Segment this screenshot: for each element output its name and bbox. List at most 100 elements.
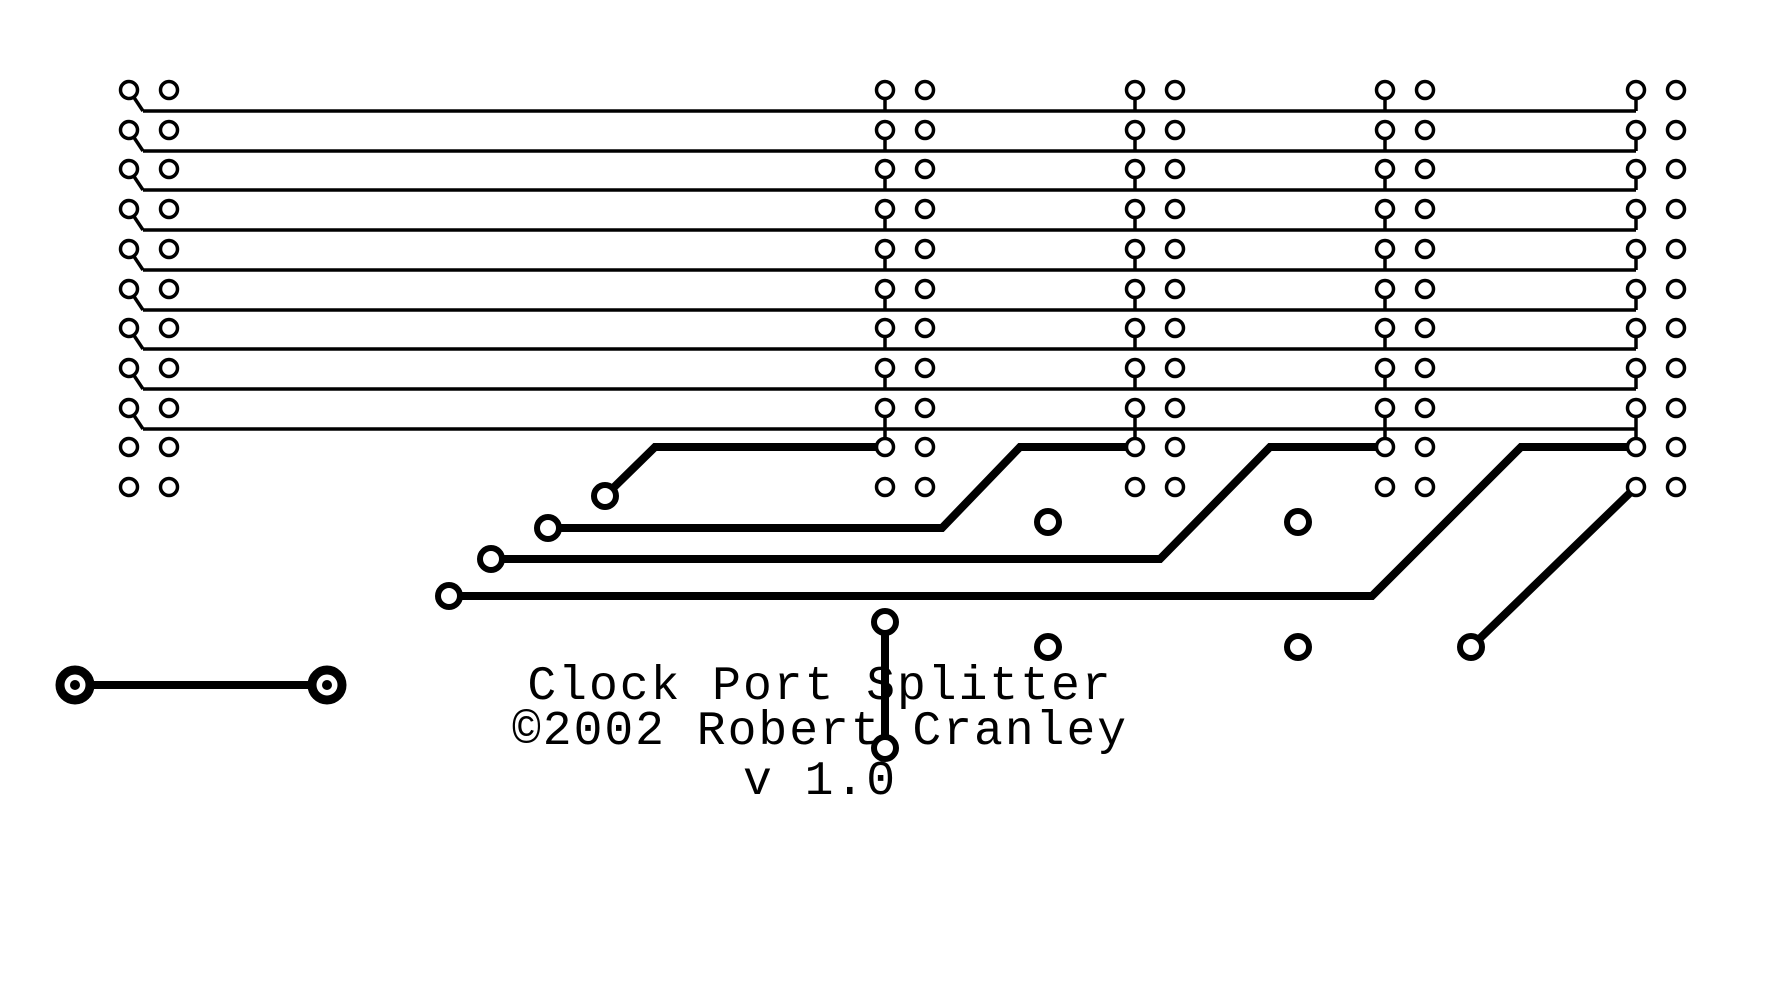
connector-pin-pad xyxy=(874,397,896,419)
via-pad xyxy=(1457,633,1485,661)
connector-pin-pad xyxy=(1625,397,1647,419)
connector-pin-pad xyxy=(1124,317,1146,339)
connector-pin-pad xyxy=(1164,119,1186,141)
connector-pin-pad xyxy=(1625,436,1647,458)
connector-pin-pad xyxy=(874,357,896,379)
connector-pin-pad xyxy=(1625,476,1647,498)
connector-pin-pad xyxy=(1124,119,1146,141)
connector-pin-pad xyxy=(1164,278,1186,300)
connector-pin-pad xyxy=(1124,238,1146,260)
connector-pin-pad xyxy=(1124,278,1146,300)
connector-pin-pad xyxy=(118,357,140,379)
connector-pin-pad xyxy=(1124,397,1146,419)
connector-pin-pad xyxy=(1665,357,1687,379)
connector-pin-pad xyxy=(874,436,896,458)
bus-traces xyxy=(127,89,1638,447)
connector-pin-pad xyxy=(118,158,140,180)
connector-pin-pad xyxy=(1374,476,1396,498)
connector-pin-pad xyxy=(1374,357,1396,379)
connector-pin-pad xyxy=(1414,357,1436,379)
connector-pin-pad xyxy=(158,476,180,498)
connector-pin-pad xyxy=(914,436,936,458)
connector-pin-pad xyxy=(118,278,140,300)
connector-pin-pad xyxy=(874,278,896,300)
connector-pin-pad xyxy=(914,317,936,339)
connector-pin-pad xyxy=(1374,119,1396,141)
connector-pin-pad xyxy=(118,79,140,101)
connector-pin-pad xyxy=(1665,119,1687,141)
connector-pin-pad xyxy=(1374,158,1396,180)
connector-pin-pad xyxy=(158,397,180,419)
power-trace xyxy=(548,443,1135,532)
connector-pin-pad xyxy=(874,79,896,101)
connector-pin-pad xyxy=(874,198,896,220)
connector-pin-pad xyxy=(1414,317,1436,339)
connector-pin-pad xyxy=(1665,476,1687,498)
connector-pin-pad xyxy=(1414,476,1436,498)
connector-pin-pad xyxy=(118,476,140,498)
connector-pin-pad xyxy=(118,397,140,419)
connector-pin-pad xyxy=(1414,397,1436,419)
connector-pin-pad xyxy=(158,198,180,220)
connector-pin-pad xyxy=(1164,79,1186,101)
connector-pin-pad xyxy=(874,476,896,498)
connector-pin-pad xyxy=(1164,317,1186,339)
connector-pin-pad xyxy=(914,198,936,220)
connector-pin-pad xyxy=(158,158,180,180)
connector-pin-pad xyxy=(914,158,936,180)
connector-pin-pad xyxy=(914,476,936,498)
connector-pin-pad xyxy=(1374,278,1396,300)
connector-pin-pad xyxy=(1414,436,1436,458)
via-pad xyxy=(1284,633,1312,661)
connector-pin-pad xyxy=(914,397,936,419)
via-pad xyxy=(1284,508,1312,536)
mount-pad-center xyxy=(322,680,332,690)
connector-pin-pad xyxy=(1124,476,1146,498)
connector-pin-pad xyxy=(1414,278,1436,300)
power-trace xyxy=(491,443,1385,563)
connector-pin-pad xyxy=(1625,278,1647,300)
via-pad xyxy=(534,514,562,542)
via-pad xyxy=(435,582,463,610)
connector-pin-pad xyxy=(1124,198,1146,220)
connector-pin-pad xyxy=(118,238,140,260)
connector-pin-pad xyxy=(118,436,140,458)
connector-pin-pad xyxy=(874,119,896,141)
pads xyxy=(55,79,1687,762)
connector-pin-pad xyxy=(158,278,180,300)
board-title: Clock Port Splitter xyxy=(527,660,1113,714)
connector-pin-pad xyxy=(1374,397,1396,419)
via-pad xyxy=(591,482,619,510)
connector-pin-pad xyxy=(1124,436,1146,458)
connector-pin-pad xyxy=(158,317,180,339)
connector-pin-pad xyxy=(1124,158,1146,180)
connector-pin-pad xyxy=(1625,198,1647,220)
board-version: v 1.0 xyxy=(742,755,898,809)
via-pad xyxy=(871,608,899,636)
connector-pin-pad xyxy=(158,436,180,458)
connector-pin-pad xyxy=(1164,238,1186,260)
connector-pin-pad xyxy=(914,357,936,379)
mount-pad-center xyxy=(70,680,80,690)
connector-pin-pad xyxy=(118,119,140,141)
via-pad xyxy=(1034,633,1062,661)
connector-pin-pad xyxy=(1625,158,1647,180)
connector-pin-pad xyxy=(1164,476,1186,498)
connector-pin-pad xyxy=(118,317,140,339)
connector-pin-pad xyxy=(914,238,936,260)
connector-pin-pad xyxy=(1124,357,1146,379)
connector-pin-pad xyxy=(1665,436,1687,458)
connector-pin-pad xyxy=(1374,317,1396,339)
connector-pin-pad xyxy=(1665,317,1687,339)
connector-pin-pad xyxy=(1374,79,1396,101)
connector-pin-pad xyxy=(914,278,936,300)
connector-pin-pad xyxy=(158,357,180,379)
connector-pin-pad xyxy=(158,238,180,260)
power-trace xyxy=(602,443,885,499)
board-copyright: ©2002 Robert Cranley xyxy=(511,705,1129,759)
connector-pin-pad xyxy=(914,79,936,101)
connector-pin-pad xyxy=(1414,158,1436,180)
connector-pin-pad xyxy=(1374,238,1396,260)
connector-pin-pad xyxy=(1665,278,1687,300)
connector-pin-pad xyxy=(1164,397,1186,419)
